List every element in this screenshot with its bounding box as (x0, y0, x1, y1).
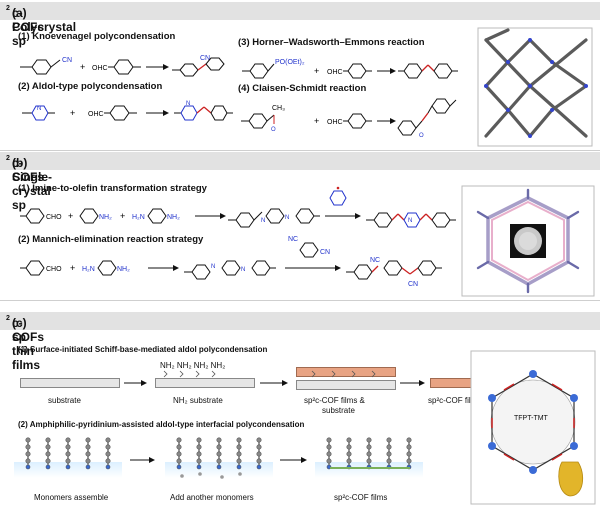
svg-text:CN: CN (320, 249, 330, 256)
reaction-3-label: (3) Horner–Wadsworth–Emmons reaction (238, 37, 425, 48)
crystal-structure-icon (477, 27, 593, 147)
svg-text:O: O (271, 127, 276, 133)
svg-text:H₂N: H₂N (132, 214, 145, 221)
svg-text:PO(OEt)₂: PO(OEt)₂ (275, 59, 305, 66)
strategy-2-label: (2) Mannich-elimination reaction strateg… (18, 234, 204, 245)
svg-text:N: N (211, 264, 215, 270)
svg-text:CN: CN (62, 57, 72, 64)
svg-text:+: + (70, 263, 75, 273)
svg-text:CHO: CHO (46, 266, 62, 273)
svg-text:N: N (241, 267, 245, 273)
strategy-1-scheme: CHO + NH₂ + H₂N NH₂ N N N (20, 186, 456, 228)
svg-text:NC: NC (288, 236, 298, 243)
method-2-graphics (14, 437, 423, 479)
film-photo-icon (558, 461, 584, 497)
svg-text:CN: CN (408, 281, 418, 288)
svg-text:H₂N: H₂N (82, 266, 95, 273)
strategy-2-scheme: CHO + H₂N NH₂ N N NC CN NC CN (20, 236, 442, 288)
svg-text:CN: CN (200, 55, 210, 62)
monomer-array-icon (25, 437, 412, 470)
panel-b-graphics: CHO + NH₂ + H₂N NH₂ N N N CHO + (20, 185, 595, 297)
svg-text:+: + (314, 66, 319, 76)
cof-film-layer (296, 367, 396, 377)
reaction-3-scheme: PO(OEt)₂ + OHC (242, 59, 458, 79)
substrate-bar (20, 378, 120, 388)
svg-text:CH₃: CH₃ (272, 105, 285, 112)
nh2-groups: NH₂ NH₂ NH₂ NH₂ (160, 361, 226, 370)
svg-text:OHC: OHC (327, 119, 343, 126)
step1-label-films: sp²c-COF films (428, 396, 482, 405)
cof-film-substrate (296, 380, 396, 390)
svg-text:N: N (261, 218, 265, 224)
reaction-4-label: (4) Claisen-Schmidt reaction (238, 83, 367, 94)
svg-text:+: + (120, 211, 125, 221)
svg-text:NC: NC (370, 257, 380, 264)
svg-text:N: N (408, 218, 412, 224)
tfpt-tmt-structure: TFPT-TMT (470, 350, 596, 505)
svg-text:O: O (419, 133, 424, 139)
svg-text:OHC: OHC (92, 65, 108, 72)
svg-text:OHC: OHC (327, 69, 343, 76)
svg-text:+: + (70, 108, 75, 118)
separator-b-c (0, 300, 600, 301)
svg-text:+: + (80, 62, 85, 72)
single-crystal-structure-icon (461, 185, 595, 297)
svg-text:N: N (285, 215, 289, 221)
strategy-1-label: (1) Imine-to-olefin transformation strat… (18, 183, 207, 194)
step1-label-nh2: NH₂ substrate (173, 396, 223, 405)
step1-label-substrate: substrate (48, 396, 81, 405)
svg-text:OHC: OHC (88, 111, 104, 118)
svg-text:N: N (37, 106, 41, 112)
nh2-substrate-bar (155, 378, 255, 388)
reaction-1-label: (1) Knoevenagel polycondensation (18, 31, 176, 42)
svg-text:+: + (68, 211, 73, 221)
method-1-arrows (124, 370, 425, 386)
svg-text:CHO: CHO (46, 214, 62, 221)
step1-label-films-substrate: sp²c-COF films & (304, 396, 365, 405)
step1-label-substrate-2: substrate (322, 406, 355, 415)
svg-text:+: + (314, 116, 319, 126)
step2-label-films: sp²c-COF films (334, 493, 388, 502)
step2-label-add: Add another monomers (170, 493, 254, 502)
svg-text:NH₂: NH₂ (117, 266, 130, 273)
svg-text:NH₂: NH₂ (167, 214, 180, 221)
reaction-1-scheme: CN + OHC CN (20, 55, 225, 77)
method-2-label: (2) Amphiphilic-pyridinium-assisted aldo… (18, 420, 305, 429)
reaction-4-scheme: CH₃ O + OHC O (241, 98, 457, 139)
svg-text:NH₂: NH₂ (99, 214, 112, 221)
framework-label: TFPT-TMT (514, 415, 549, 422)
benzene-ring-icon (31, 59, 52, 75)
separator-a-b (0, 150, 600, 151)
reaction-2-label: (2) Aldol-type polycondensation (18, 81, 163, 92)
method-1-label: (1) Surface-initiated Schiff-base-mediat… (18, 345, 268, 354)
reaction-2-scheme: N + OHC N (22, 101, 233, 121)
step2-label-assemble: Monomers assemble (34, 493, 109, 502)
svg-text:N: N (186, 101, 190, 107)
